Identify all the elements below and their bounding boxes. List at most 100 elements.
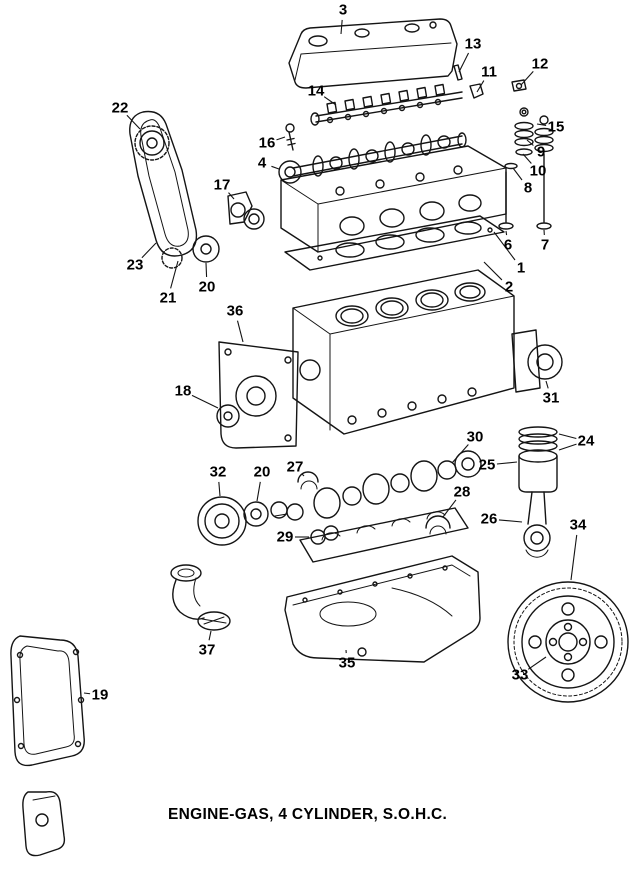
callout-32: 32: [209, 463, 227, 481]
leader-line-3: [340, 19, 343, 35]
callout-21: 21: [159, 289, 177, 307]
leader-line-32: [218, 481, 221, 497]
callout-7: 7: [540, 236, 550, 254]
oil-pan: [284, 555, 481, 663]
crank-pulley: [197, 496, 288, 546]
callout-12: 12: [531, 55, 549, 73]
callout-19: 19: [91, 686, 109, 704]
camshaft: [278, 132, 467, 184]
leader-line-37: [208, 630, 212, 641]
callout-18: 18: [174, 382, 192, 400]
rocker-arm-assembly: [310, 64, 527, 126]
head-bolt: [285, 123, 296, 151]
leader-line-30: [451, 444, 469, 464]
piston-and-rings: [518, 426, 558, 493]
flywheel: [507, 581, 629, 703]
callout-22: 22: [111, 99, 129, 117]
callout-14: 14: [307, 82, 325, 100]
connecting-rod: [523, 491, 551, 558]
callout-35: 35: [338, 654, 356, 672]
leader-line-23: [141, 242, 157, 259]
leader-line-34: [570, 534, 578, 581]
rear-main-seal-retainer: [511, 329, 563, 393]
oil-pickup-tube: [170, 564, 231, 631]
leader-line-20: [256, 481, 261, 502]
callout-30: 30: [466, 428, 484, 446]
callout-20: 20: [198, 278, 216, 296]
callout-27: 27: [286, 458, 304, 476]
leader-line-20: [205, 262, 208, 278]
callout-10: 10: [529, 162, 547, 180]
valve-cover: [288, 18, 458, 89]
leader-line-25: [496, 461, 518, 465]
crankshaft: [274, 450, 482, 545]
belt-tensioner: [161, 235, 220, 269]
leader-line-24: [558, 443, 577, 451]
callout-31: 31: [542, 389, 560, 407]
callout-29: 29: [276, 528, 294, 546]
callout-20: 20: [253, 463, 271, 481]
leader-line-10: [522, 153, 532, 164]
main-bearing-caps: [299, 507, 469, 563]
callout-11: 11: [481, 63, 497, 81]
callout-26: 26: [480, 510, 498, 528]
leader-line-14: [323, 96, 337, 106]
head-gasket: [284, 215, 505, 271]
leader-line-12: [520, 71, 534, 86]
callout-6: 6: [503, 236, 513, 254]
leader-line-24: [558, 433, 577, 440]
leader-line-36: [236, 320, 244, 343]
leader-line-18: [191, 394, 219, 409]
leader-line-22: [126, 114, 141, 130]
leader-line-8: [512, 167, 523, 181]
leader-line-4: [271, 165, 280, 170]
leader-line-27: [301, 473, 305, 477]
leader-line-33: [527, 656, 547, 670]
leader-line-6: [505, 230, 508, 236]
leader-line-9: [526, 139, 534, 146]
leader-line-26: [498, 519, 523, 523]
callout-17: 17: [213, 176, 231, 194]
callout-23: 23: [126, 256, 144, 274]
callout-1: 1: [516, 259, 526, 277]
callout-leader-lines: [83, 19, 578, 695]
cam-sprocket: [134, 125, 170, 161]
diagram-caption: ENGINE-GAS, 4 CYLINDER, S.O.H.C.: [168, 806, 448, 823]
callout-4: 4: [257, 154, 267, 172]
callout-37: 37: [198, 641, 216, 659]
leader-line-31: [545, 380, 549, 389]
timing-belt: [129, 110, 198, 257]
cover-bracket: [22, 791, 66, 857]
callout-25: 25: [478, 456, 496, 474]
leader-line-2: [483, 261, 503, 281]
callout-15: 15: [547, 118, 565, 136]
leader-line-28: [442, 499, 457, 518]
callout-9: 9: [536, 143, 546, 161]
callout-33: 33: [511, 666, 529, 684]
callout-13: 13: [464, 35, 482, 53]
leader-line-15: [536, 123, 547, 126]
front-end-plate: [216, 341, 299, 449]
callout-2: 2: [504, 278, 514, 296]
leader-line-21: [170, 260, 179, 289]
leader-line-19: [83, 692, 91, 695]
valves-and-springs: [498, 107, 554, 230]
leader-line-11: [476, 80, 485, 93]
callout-24: 24: [577, 432, 595, 450]
callout-16: 16: [258, 134, 276, 152]
leader-line-16: [276, 136, 286, 141]
cylinder-head: [280, 145, 507, 253]
idler-bracket: [227, 191, 265, 230]
leader-line-13: [458, 52, 470, 73]
timing-cover: [10, 635, 85, 767]
engine-block: [292, 269, 515, 435]
callout-34: 34: [569, 516, 587, 534]
callout-8: 8: [523, 179, 533, 197]
callout-3: 3: [338, 1, 348, 19]
callout-36: 36: [226, 302, 244, 320]
bearings: [297, 471, 451, 535]
leader-line-17: [228, 192, 235, 200]
callout-28: 28: [453, 483, 471, 501]
